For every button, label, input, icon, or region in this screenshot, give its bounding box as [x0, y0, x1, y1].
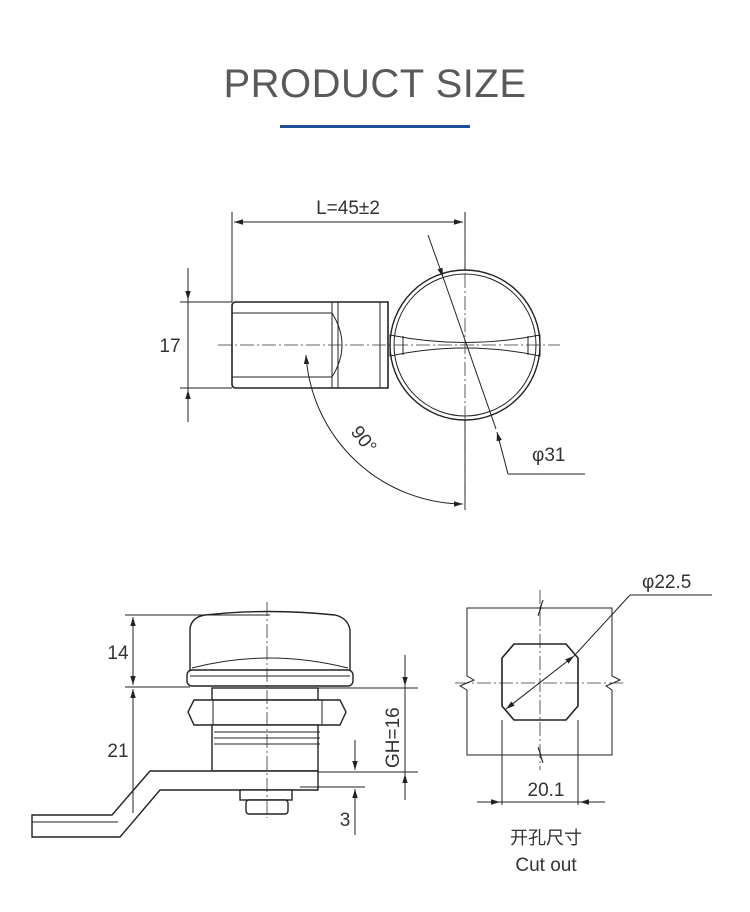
page-title: PRODUCT SIZE — [223, 62, 527, 106]
cutout-caption-cn: 开孔尺寸 — [510, 828, 582, 849]
length-label: L=45±2 — [316, 198, 380, 219]
grip-range-label: GH=16 — [383, 707, 404, 768]
cutout-drawing: φ22.5 20.1 开孔尺寸 Cut out — [455, 572, 712, 876]
height-label: 17 — [159, 336, 180, 357]
knob-height-label: 14 — [107, 643, 129, 664]
side-view-drawing: 14 21 GH=16 3 — [31, 602, 418, 838]
cutout-diameter-label: φ22.5 — [642, 572, 691, 593]
knob-diameter-label: φ31 — [532, 445, 565, 466]
offset-label: 3 — [340, 810, 351, 831]
title-underline — [280, 125, 470, 128]
cutout-hole — [501, 643, 579, 721]
knob-slot — [389, 334, 541, 357]
top-view-drawing: L=45±2 17 φ31 90° — [159, 198, 585, 510]
cutout-caption-en: Cut out — [515, 855, 577, 876]
body-height-label: 21 — [107, 741, 128, 762]
rotation-arc — [303, 354, 464, 507]
angle-label: 90° — [346, 422, 380, 458]
cutout-width-label: 20.1 — [528, 780, 565, 801]
